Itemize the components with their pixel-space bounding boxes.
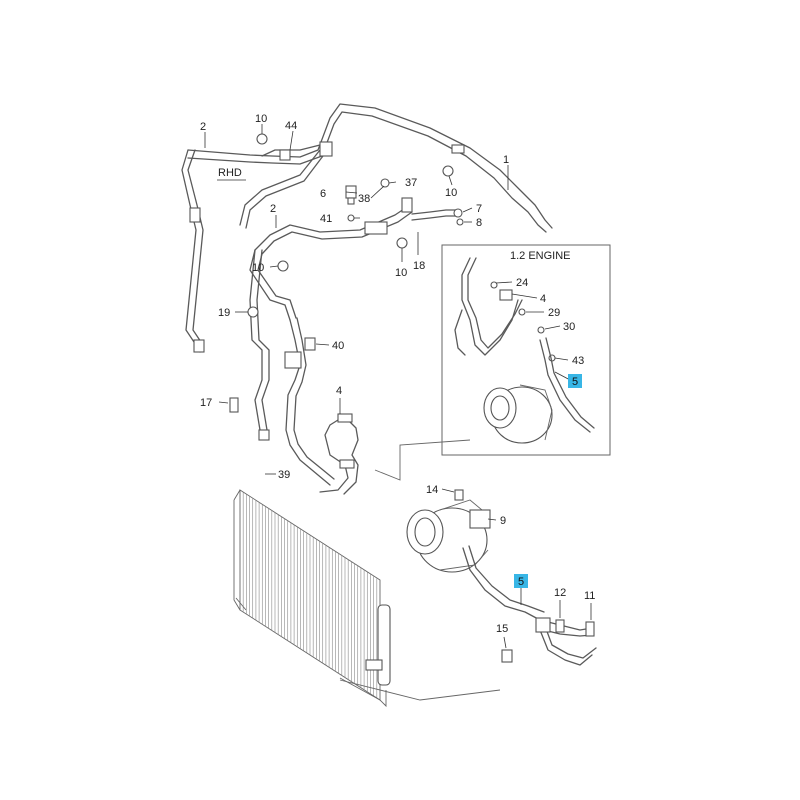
compressor-main [406, 489, 491, 573]
label-44: 44 [285, 120, 297, 132]
inset-fitting [499, 289, 513, 301]
bolt-17 [229, 397, 239, 413]
label-10: 10 [395, 267, 407, 279]
label-2: 2 [270, 203, 276, 215]
bolt-14 [454, 489, 464, 501]
condenser-fitting [365, 659, 383, 671]
inset-label-4: 4 [540, 293, 546, 305]
outline-lines [339, 439, 501, 701]
bolt-15 [501, 649, 513, 663]
pipe-assembly-upper [181, 103, 553, 353]
part-7 [453, 208, 463, 218]
switch-6-base [347, 197, 355, 205]
pipe-assembly-middle [229, 197, 413, 486]
highlight-5 [514, 574, 528, 588]
label-19: 19 [218, 307, 230, 319]
inset-label-43: 43 [572, 355, 584, 367]
label-7: 7 [476, 203, 482, 215]
label-12: 12 [554, 587, 566, 599]
inset-highlight-5 [568, 374, 582, 388]
hose-end-2 [339, 459, 355, 469]
inset-label-24: 24 [516, 277, 528, 289]
inset-part-24 [490, 281, 498, 289]
pipe-end-39 [258, 429, 270, 441]
bracket-40 [284, 351, 302, 369]
o-ring-41 [347, 214, 355, 222]
leader-lines [204, 124, 592, 649]
nut-10b [442, 165, 454, 177]
label-10: 10 [252, 262, 264, 274]
valve-40 [304, 337, 316, 351]
hose-fitting [535, 617, 551, 633]
inset-labels: 1.2 ENGINE 24 4 29 30 43 5 [510, 250, 584, 388]
compressor-head [469, 509, 491, 529]
label-41: 41 [320, 213, 332, 225]
label-4: 4 [336, 385, 342, 397]
pipe-end [193, 339, 205, 353]
inset-label-30: 30 [563, 321, 575, 333]
hose-4 [319, 413, 359, 495]
label-9: 9 [500, 515, 506, 527]
label-39: 39 [278, 469, 290, 481]
label-18: 18 [413, 260, 425, 272]
rhd-note: RHD [218, 167, 242, 179]
part-8 [456, 218, 464, 226]
label-10: 10 [255, 113, 267, 125]
label-14: 14 [426, 484, 438, 496]
inset-title: 1.2 ENGINE [510, 250, 571, 262]
inset-label-29: 29 [548, 307, 560, 319]
label-11: 11 [584, 590, 595, 602]
small-parts [345, 178, 464, 226]
label-17: 17 [200, 397, 212, 409]
pipe-sleeve [364, 221, 388, 235]
label-37: 37 [405, 177, 417, 189]
inset-1-2-engine [441, 244, 611, 456]
label-15: 15 [496, 623, 508, 635]
label-40: 40 [332, 340, 344, 352]
inset-part-30 [537, 326, 545, 334]
nut-10c [396, 237, 408, 249]
label-2: 2 [200, 121, 206, 133]
pipe-joint [189, 207, 201, 223]
fitting-44 [279, 149, 291, 161]
nut-10d [277, 260, 289, 272]
pipe-clamp [451, 144, 465, 154]
part-labels: 2 10 44 1 10 RHD 6 38 41 37 7 8 2 10 10 … [200, 113, 595, 635]
hose-5-main [462, 545, 597, 666]
label-6: 6 [320, 188, 326, 200]
condenser-fins [242, 492, 378, 698]
nut-10 [256, 133, 268, 145]
receiver-drier [377, 604, 391, 686]
part-37 [380, 178, 390, 188]
inset-part-29 [518, 308, 526, 316]
label-1: 1 [503, 154, 509, 166]
label-38: 38 [358, 193, 370, 205]
hose-end [337, 413, 353, 423]
condenser [233, 489, 391, 708]
fitting-block [319, 141, 333, 157]
label-8: 8 [476, 217, 482, 229]
fitting [401, 197, 413, 213]
label-5: 5 [518, 576, 524, 588]
label-10: 10 [445, 187, 457, 199]
part-11 [585, 621, 595, 637]
part-12 [555, 619, 565, 633]
nut-19 [247, 306, 259, 318]
inset-label-5: 5 [572, 376, 578, 388]
